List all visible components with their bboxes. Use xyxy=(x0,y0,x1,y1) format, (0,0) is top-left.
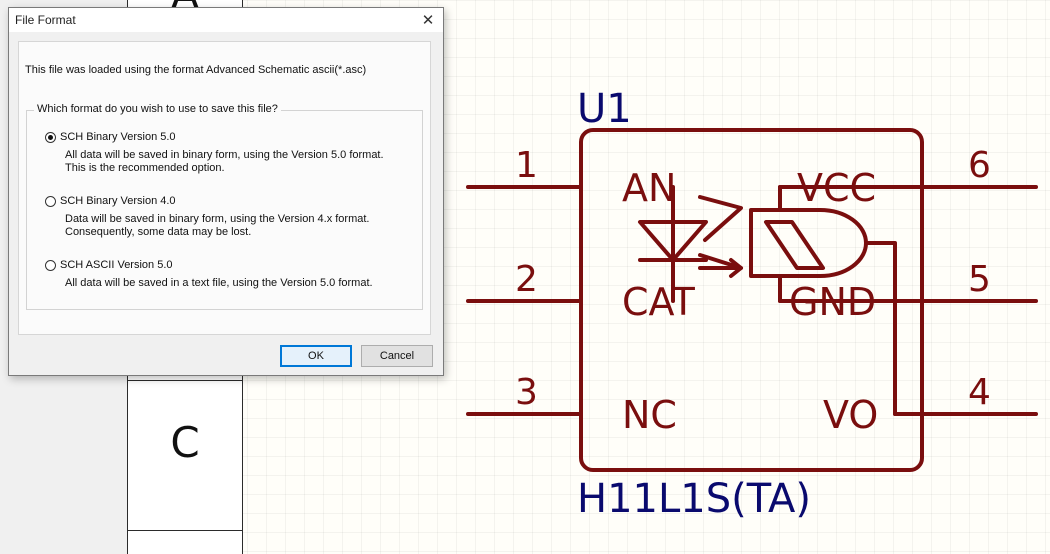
led-triangle xyxy=(638,220,708,262)
option-description: Data will be saved in binary form, using… xyxy=(65,213,370,238)
option-sch-ascii-5[interactable]: SCH ASCII Version 5.0 All data will be s… xyxy=(45,259,373,290)
ok-button[interactable]: OK xyxy=(280,345,352,367)
option-label[interactable]: SCH Binary Version 4.0 xyxy=(60,195,176,207)
pin-number-2: 2 xyxy=(515,259,538,300)
radio-sch-ascii-5[interactable] xyxy=(45,259,56,271)
pin-name-nc: NC xyxy=(622,393,677,437)
option-sch-binary-4[interactable]: SCH Binary Version 4.0 Data will be save… xyxy=(45,195,369,239)
pin-number-3: 3 xyxy=(515,372,538,413)
emission-arrow-upper xyxy=(698,195,743,242)
zone-divider xyxy=(128,530,242,531)
info-message: This file was loaded using the format Ad… xyxy=(25,64,367,76)
dialog-title: File Format xyxy=(15,13,76,27)
dialog-body: This file was loaded using the format Ad… xyxy=(18,41,431,335)
pin-number-5: 5 xyxy=(968,259,991,300)
pin-number-1: 1 xyxy=(515,145,538,186)
reference-designator: U1 xyxy=(577,86,632,132)
pin-name-cat: CAT xyxy=(622,280,696,324)
format-groupbox: Which format do you wish to use to save … xyxy=(26,103,423,310)
close-icon[interactable]: ✕ xyxy=(421,11,435,29)
zone-letter-c: C xyxy=(170,418,200,467)
option-label[interactable]: SCH Binary Version 5.0 xyxy=(60,131,176,143)
pin-number-6: 6 xyxy=(968,145,991,186)
dialog-titlebar[interactable]: File Format ✕ xyxy=(9,8,443,32)
part-number: H11L1S(TA) xyxy=(577,476,811,522)
radio-sch-binary-5[interactable] xyxy=(45,131,56,143)
group-label: Which format do you wish to use to save … xyxy=(34,103,281,115)
pin-name-gnd: GND xyxy=(789,280,876,324)
hysteresis-symbol xyxy=(764,220,825,270)
pin-name-vcc: VCC xyxy=(797,166,876,210)
radio-sch-binary-4[interactable] xyxy=(45,195,56,207)
option-description: All data will be saved in binary form, u… xyxy=(65,149,384,174)
pin-name-an: AN xyxy=(622,166,676,210)
option-description: All data will be saved in a text file, u… xyxy=(65,277,373,289)
emission-arrowhead xyxy=(729,258,743,278)
pin-number-4: 4 xyxy=(968,372,991,413)
option-sch-binary-5[interactable]: SCH Binary Version 5.0 All data will be … xyxy=(45,131,384,175)
cancel-button[interactable]: Cancel xyxy=(361,345,433,367)
file-format-dialog: File Format ✕ This file was loaded using… xyxy=(8,7,444,376)
gate-output-lead xyxy=(864,241,897,416)
pin-name-vo: VO xyxy=(823,393,878,437)
option-label[interactable]: SCH ASCII Version 5.0 xyxy=(60,259,173,271)
zone-divider xyxy=(128,380,242,381)
